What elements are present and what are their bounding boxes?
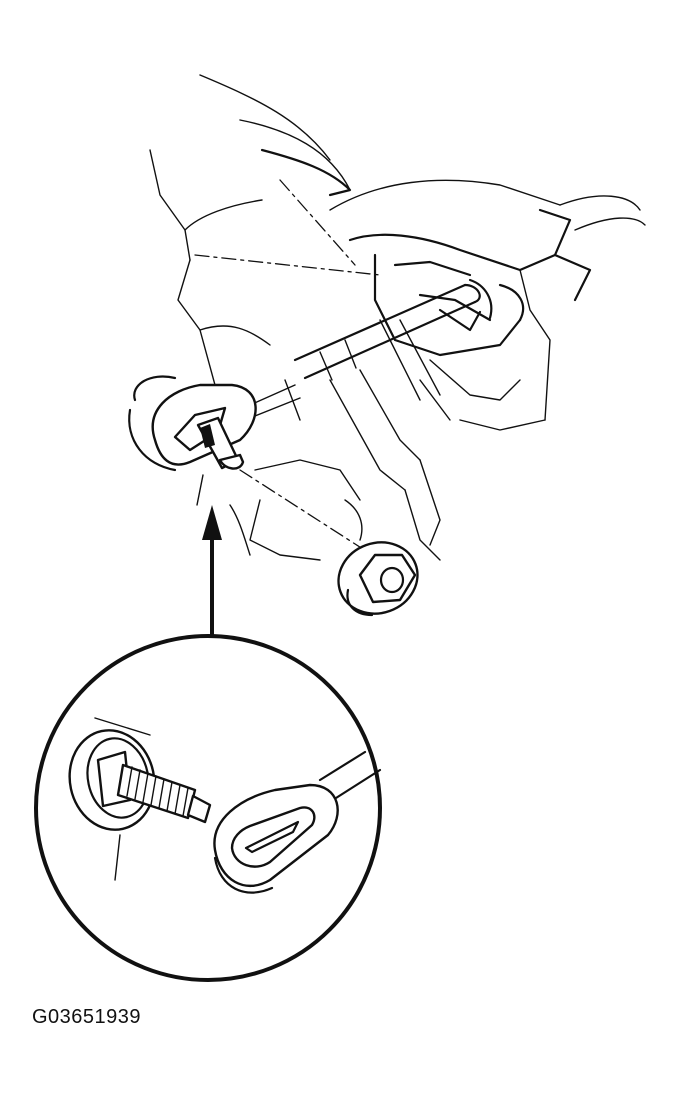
detail-pointer-arrow [202,505,222,640]
detail-stud-threads [126,766,189,817]
figure-id-label: G03651939 [32,1006,142,1028]
detail-housing-line [94,717,151,881]
background-housing-outline [149,74,646,561]
detail-threaded-stud [116,763,212,824]
shift-bracket [373,253,525,421]
shift-cable-rod [244,283,481,421]
pivot-pin [196,416,245,506]
detail-cable-eyelet [213,750,382,894]
flange-nut [337,541,419,617]
